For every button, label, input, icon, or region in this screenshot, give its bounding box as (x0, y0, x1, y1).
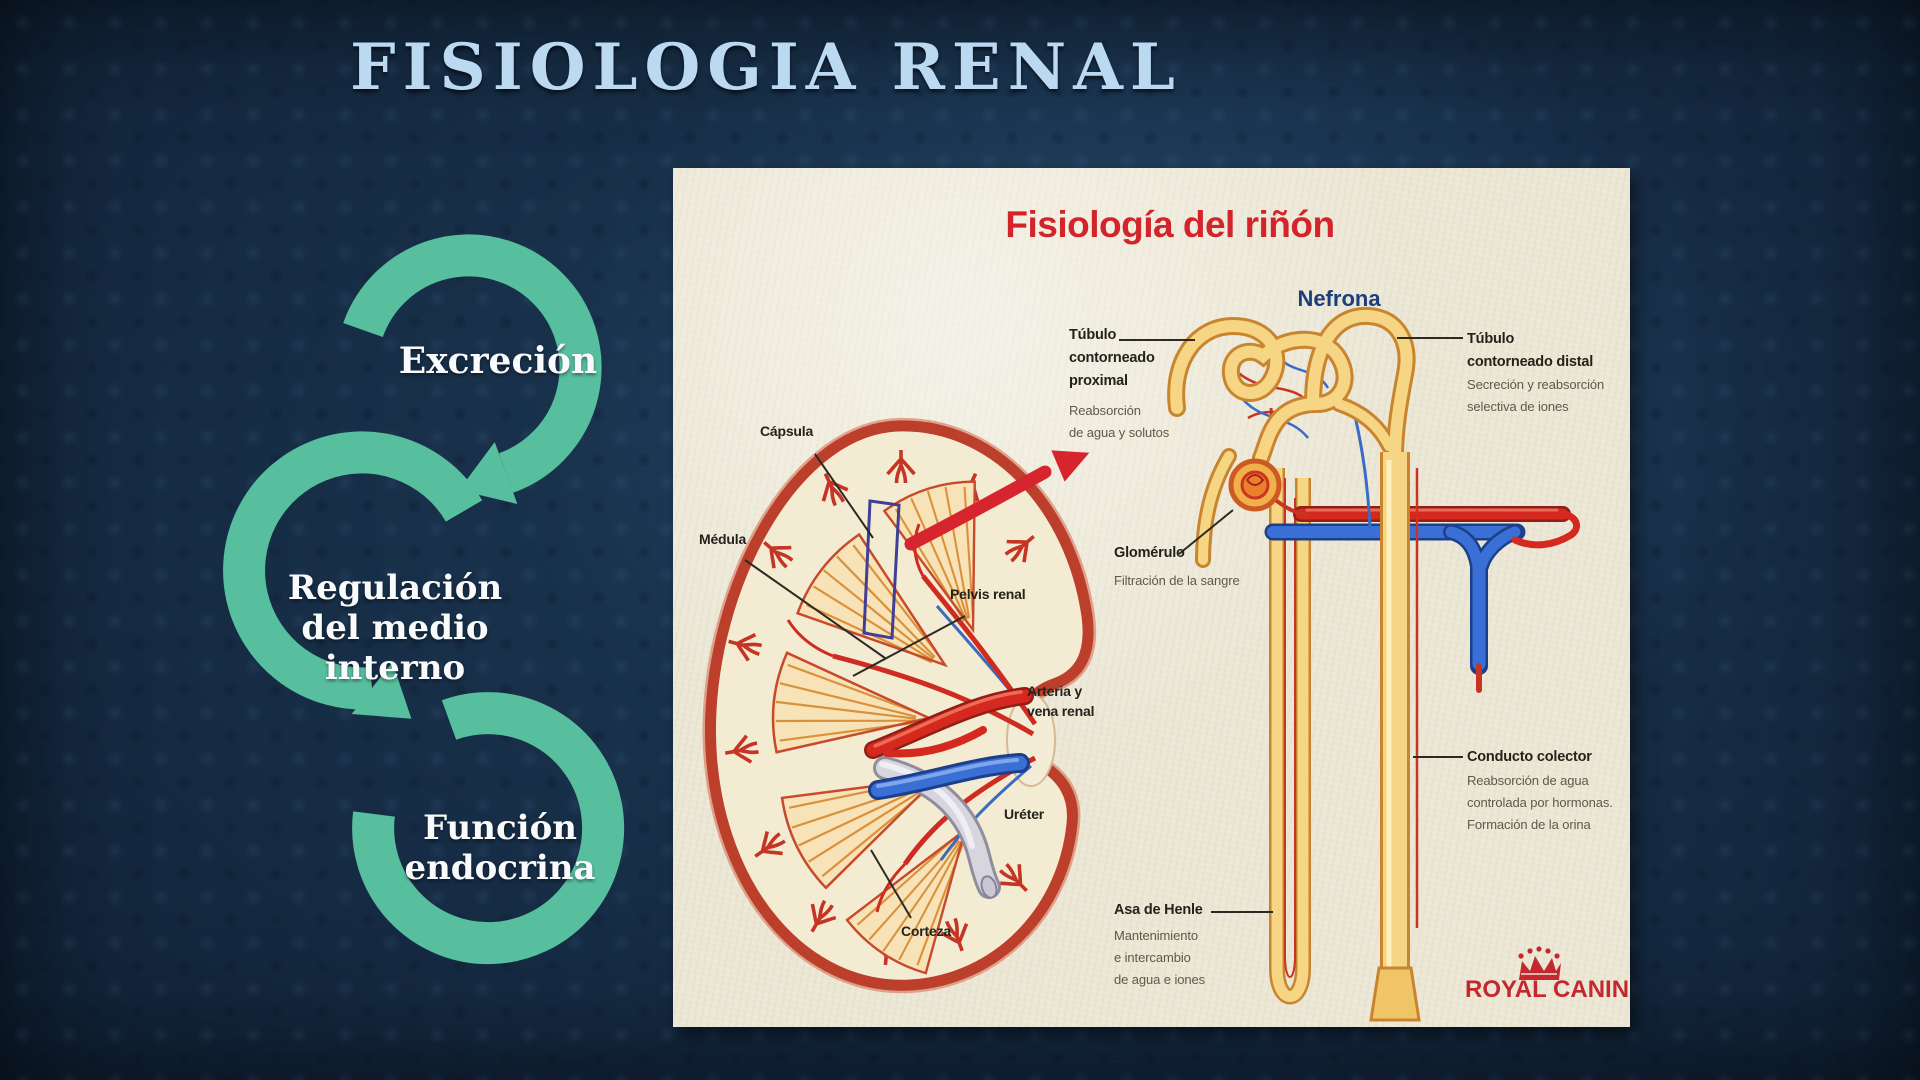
cycle-arrowhead-1 (459, 441, 518, 505)
desc-conducto-colector: Reabsorción de agua controlada por hormo… (1467, 773, 1613, 833)
desc-tubulo-proximal: Reabsorción de agua y solutos (1069, 403, 1170, 441)
desc-asa-de-henle: Mantenimiento e intercambio de agua e io… (1114, 928, 1206, 988)
desc-tubulo-distal: Secreción y reabsorción selectiva de ion… (1467, 377, 1605, 415)
cycle-diagram (223, 234, 625, 965)
slide-title: FISIOLOGIA RENAL (350, 30, 1182, 105)
label-tubulo-distal: Túbulo contorneado distal (1467, 331, 1594, 371)
royal-canin-crown (1518, 946, 1561, 980)
nephron-heading: Nefrona (1297, 286, 1381, 311)
glomerulus (1228, 458, 1282, 512)
leader-lines (744, 337, 1463, 919)
sample-rectangle (862, 499, 901, 640)
label-capsula: Cápsula (760, 423, 814, 439)
label-pelvis-renal: Pelvis renal (950, 586, 1026, 602)
label-tubulo-proximal: Túbulo contorneado proximal (1069, 327, 1155, 390)
cycle-ring-2 (223, 431, 483, 710)
label-medula: Médula (699, 531, 747, 547)
figure-artwork (702, 168, 1581, 1027)
label-conducto-colector: Conducto colector (1467, 749, 1592, 765)
tubule-outlines (1176, 316, 1406, 560)
desc-glomerulo: Filtración de la sangre (1114, 573, 1240, 588)
label-glomerulo: Glomérulo (1114, 545, 1185, 561)
nephron-illustration (1176, 316, 1581, 1020)
cycle-ring-3 (352, 692, 625, 965)
cycle-label-regulacion: Regulación del medio interno (287, 567, 503, 689)
zoom-arrow (904, 450, 1090, 551)
renal-vein (868, 753, 1030, 800)
label-asa-de-henle: Asa de Henle (1114, 902, 1203, 918)
cycle-arrowhead-2 (351, 661, 412, 719)
cycle-label-funcion: Función endocrina (404, 807, 596, 888)
cycle-label-excrecion: Excreción (398, 340, 598, 382)
figure-title: Fisiología del riñón (1005, 204, 1335, 245)
label-ureter: Uréter (1004, 806, 1045, 822)
peritubular-vessels (1264, 506, 1581, 693)
loop-of-henle (1277, 468, 1303, 997)
figure-panel: Fisiología del riñón Nefrona Cápsula Méd… (673, 168, 1630, 1027)
royal-canin-wordmark: ROYAL CANIN (1465, 976, 1630, 1003)
cycle-ring-1 (343, 234, 602, 493)
label-corteza: Corteza (901, 923, 951, 939)
collecting-duct (1369, 452, 1421, 1020)
renal-artery (864, 687, 1034, 759)
label-arteria-vena-renal: Arteria y vena renal (1027, 683, 1095, 720)
kidney-illustration (702, 417, 1096, 994)
